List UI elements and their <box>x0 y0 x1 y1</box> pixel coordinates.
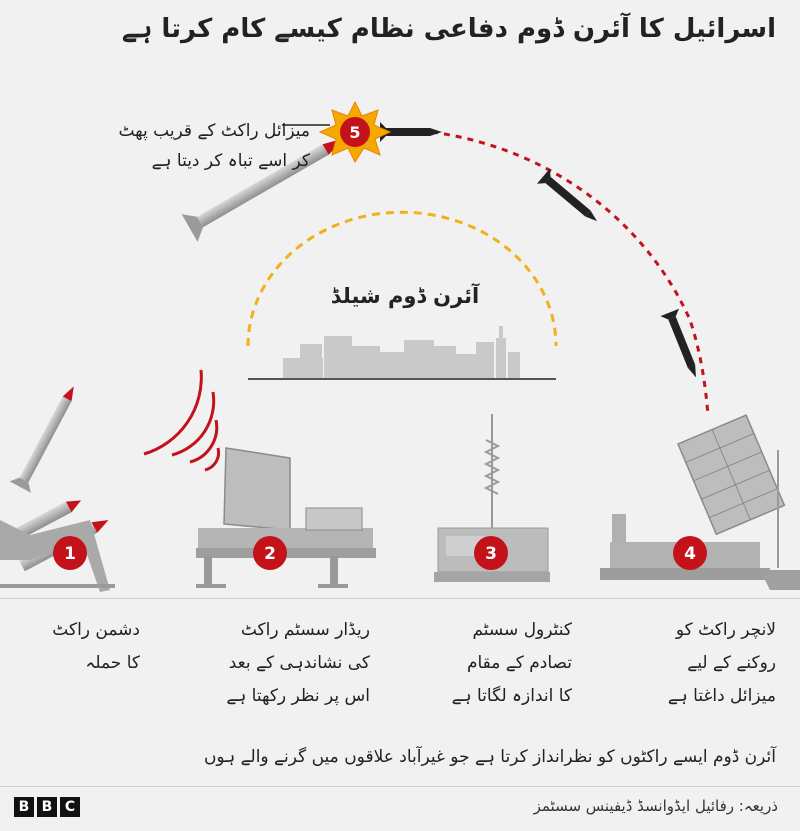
step-4-caption-line: لانچر راکٹ کو <box>675 620 776 640</box>
footer-note: آئرن ڈوم ایسے راکٹوں کو نظرانداز کرتا ہے… <box>203 747 776 767</box>
bbc-logo: B B C <box>14 797 80 817</box>
step-4-caption-line: روکنے کے لیے <box>687 653 776 673</box>
radar-waves <box>143 369 221 472</box>
bbc-logo-letter: B <box>14 797 34 817</box>
step-5-number: 5 <box>349 123 360 142</box>
interceptor-missile-mid <box>536 168 598 222</box>
shield-arc <box>246 210 558 347</box>
interceptor-missile-low <box>660 308 696 378</box>
step-4-caption-line: میزائل داغتا ہے <box>667 686 776 706</box>
step-3-caption-line: کنٹرول سسٹم <box>472 620 572 640</box>
step-3-number: 3 <box>485 544 497 564</box>
step-3-caption-line: کا اندازہ لگاتا ہے <box>451 686 572 706</box>
step-1-number: 1 <box>64 544 76 564</box>
step-5-caption: میزائل راکٹ کے قریب پھٹ کر اسے تباہ کر د… <box>10 116 310 176</box>
step-5-badge <box>340 117 370 147</box>
footer-divider <box>0 786 800 787</box>
stage-divider <box>0 598 800 599</box>
step-badges <box>53 536 707 570</box>
step-4-caption: لانچر راکٹ کو روکنے کے لیے میزائل داغتا … <box>606 614 776 713</box>
step-2-caption-line: کی نشاندہی کے بعد <box>228 653 370 673</box>
step-1-caption: دشمن راکٹ کا حملہ <box>0 614 140 680</box>
step-2-number: 2 <box>264 544 276 564</box>
step-3-caption: کنٹرول سسٹم تصادم کے مقام کا اندازہ لگات… <box>402 614 572 713</box>
interceptor-trajectory <box>431 130 710 416</box>
step-1-caption-line: دشمن راکٹ <box>52 620 140 640</box>
step-2-caption-line: ریڈار سسٹم راکٹ <box>240 620 370 640</box>
step-2-caption-line: اس پر نظر رکھتا ہے <box>226 686 370 706</box>
step-1-caption-line: کا حملہ <box>85 653 140 673</box>
source-credit: ذریعہ: رفائیل ایڈوانسڈ ڈیفینس سسٹمز <box>533 797 778 815</box>
step-2-caption: ریڈار سسٹم راکٹ کی نشاندہی کے بعد اس پر … <box>200 614 370 713</box>
page-title: اسرائیل کا آئرن ڈوم دفاعی نظام کیسے کام … <box>121 14 776 44</box>
step-3-caption-line: تصادم کے مقام <box>466 653 572 673</box>
bbc-logo-letter: C <box>60 797 80 817</box>
bbc-logo-letter: B <box>37 797 57 817</box>
step-5-caption-line: کر اسے تباہ کر دیتا ہے <box>151 151 310 171</box>
step-4-number: 4 <box>684 544 696 564</box>
step-5-caption-line: میزائل راکٹ کے قریب پھٹ <box>118 121 310 141</box>
radar-unit <box>196 447 376 588</box>
shield-label: آئرن ڈوم شیلڈ <box>330 284 480 308</box>
city-skyline <box>283 326 520 378</box>
interceptor-launcher <box>600 414 800 590</box>
